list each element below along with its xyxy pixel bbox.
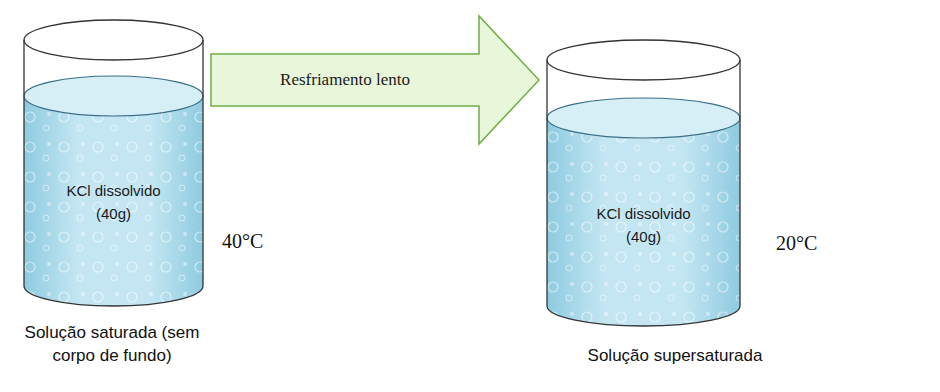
beaker: KCl dissolvido (40g): [22, 18, 205, 308]
temperature-label: 40°C: [222, 228, 292, 255]
caption-label: Solução supersaturada: [560, 345, 790, 368]
arrow-label: Resfriamento lento: [280, 70, 410, 90]
beaker-outline: [22, 18, 205, 308]
solution-label: KCl dissolvido (40g): [55, 180, 173, 225]
caption-label: Solução saturada (sem corpo de fundo): [12, 322, 212, 368]
block-arrow: [211, 16, 539, 144]
beaker: KCl dissolvido (40g): [545, 38, 742, 328]
beaker-outline: [545, 38, 742, 328]
arrow-shape: [211, 16, 539, 144]
temperature-label: 20°C: [776, 230, 846, 257]
solution-label: KCl dissolvido (40g): [585, 203, 703, 248]
